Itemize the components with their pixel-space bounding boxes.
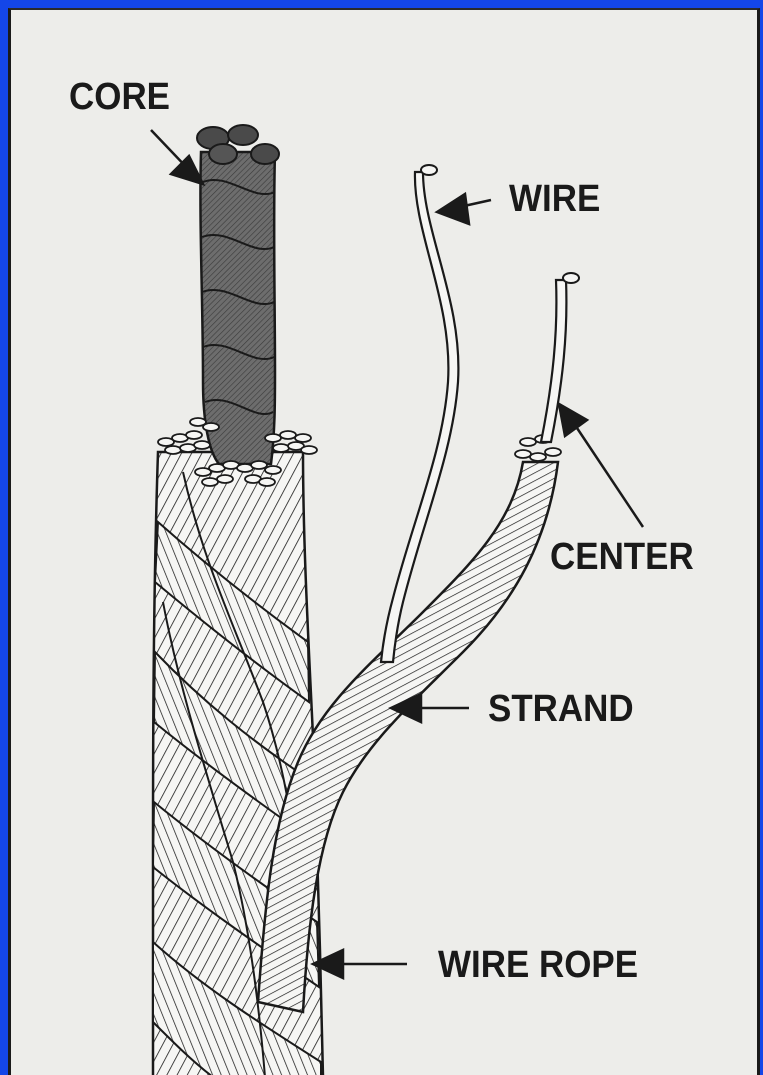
core-strand <box>197 125 279 464</box>
center-arrow <box>559 404 643 527</box>
wire-rope-arrow <box>313 950 407 978</box>
diagram-panel: CORE WIRE CENTER STRAND WIRE ROPE <box>8 8 760 1075</box>
center-label: CENTER <box>550 538 694 576</box>
strand-label: STRAND <box>488 690 634 728</box>
core-arrow <box>151 130 203 184</box>
core-label: CORE <box>69 78 170 116</box>
wire-arrow <box>437 194 491 224</box>
wire-label: WIRE <box>509 180 600 218</box>
wire-rope-label: WIRE ROPE <box>438 946 638 984</box>
